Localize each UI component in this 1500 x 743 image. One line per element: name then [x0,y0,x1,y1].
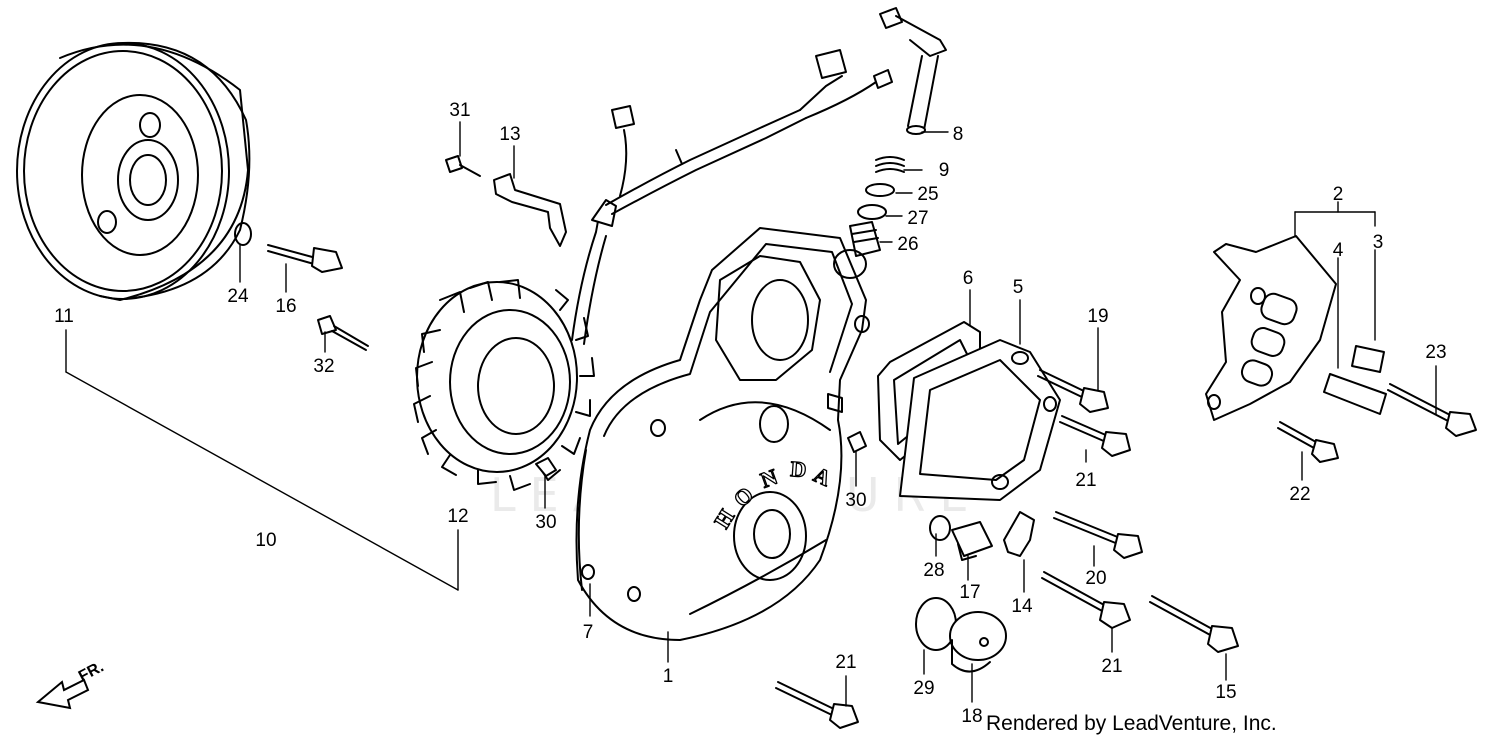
callout-labels: 1 2 3 4 5 6 7 8 9 10 11 12 13 14 15 16 1… [54,100,1446,727]
plug-17[interactable] [951,521,993,561]
callout-4: 4 [1333,240,1344,261]
bolt-19[interactable] [1037,369,1109,413]
washer-25[interactable] [865,183,895,197]
callout-21-lower: 21 [1101,656,1122,677]
bolt-21-bottom[interactable] [775,681,859,729]
callout-23: 23 [1425,342,1446,363]
gasket-7[interactable] [577,449,587,591]
cover-5[interactable] [899,339,1061,501]
callout-8: 8 [953,124,964,145]
stator-12[interactable] [413,279,595,491]
bolt-20[interactable] [1053,511,1143,559]
callout-5: 5 [1013,277,1024,298]
bolt-21-upper[interactable] [1059,415,1131,457]
callout-19: 19 [1087,306,1108,327]
callout-16: 16 [275,296,296,317]
callout-2: 2 [1333,184,1344,205]
callout-22: 22 [1289,484,1310,505]
callout-10: 10 [255,530,276,551]
bolt-23[interactable] [1387,383,1477,437]
seal-27[interactable] [857,204,887,220]
dowel-3[interactable] [1351,345,1385,373]
bolt-32[interactable] [317,315,369,351]
flange-bolt-16[interactable] [267,244,343,273]
clip-14[interactable] [1003,511,1035,557]
callout-1: 1 [663,666,674,687]
callout-32: 32 [313,356,334,377]
callout-7: 7 [583,622,594,643]
callout-30-right: 30 [845,490,866,511]
bolt-31[interactable] [445,155,481,177]
washer-24[interactable] [234,222,252,246]
dowel-pin-30b[interactable] [847,431,867,453]
svg-text:D: D [790,456,808,482]
callout-12: 12 [447,506,468,527]
callout-9: 9 [939,160,950,181]
bolt-15[interactable] [1149,595,1239,653]
callout-24: 24 [227,286,249,307]
front-direction-arrow: FR. [35,658,107,710]
callout-17: 17 [959,582,980,603]
callout-27: 27 [907,208,928,229]
leader-lines [239,121,1437,707]
callout-30-left: 30 [535,512,556,533]
dowel-pin-30a[interactable] [535,457,557,477]
bolt-22[interactable] [1277,421,1339,463]
leader-10 [65,329,459,591]
callout-25: 25 [917,184,938,205]
render-credit: Rendered by LeadVenture, Inc. [986,712,1277,735]
callout-21-bottom: 21 [835,652,856,673]
callout-21-upper: 21 [1075,470,1096,491]
plug-18[interactable] [949,611,1007,673]
bolt-21-lower-right[interactable] [1041,571,1131,629]
o-ring-28[interactable] [929,515,951,541]
callout-6: 6 [963,268,974,289]
dowel-4[interactable] [1323,373,1387,415]
wire-clamp-13[interactable] [493,173,567,247]
callout-15: 15 [1215,682,1236,703]
callout-26: 26 [897,234,918,255]
wire-harness[interactable] [571,49,893,345]
callout-29: 29 [913,678,934,699]
callout-11: 11 [54,306,74,327]
breather-tube-8[interactable] [879,7,947,135]
left-crankcase-cover-1[interactable] [575,227,870,641]
flywheel-rotor[interactable] [16,41,251,301]
rubber-cap-26[interactable] [849,221,881,257]
callout-20: 20 [1085,568,1106,589]
callout-3: 3 [1373,232,1384,253]
sprocket-cover-2[interactable] [1205,235,1337,421]
callout-14: 14 [1011,596,1033,617]
callout-31: 31 [449,100,470,121]
callout-13: 13 [499,124,520,145]
spring-9[interactable] [875,156,905,173]
callout-28: 28 [923,560,944,581]
callout-18: 18 [961,706,982,727]
